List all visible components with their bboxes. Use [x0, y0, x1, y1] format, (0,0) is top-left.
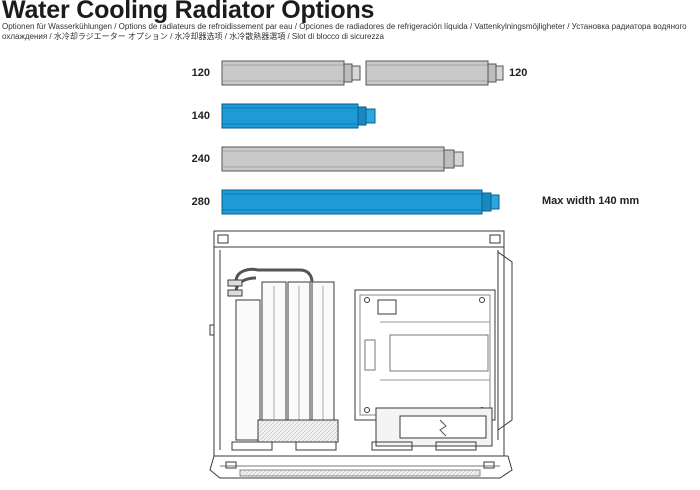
- page-subtitle: Optionen für Wasserkühlungen / Options d…: [2, 22, 687, 41]
- radiator-280: [221, 189, 500, 215]
- page-title: Water Cooling Radiator Options: [2, 0, 375, 24]
- max-width-note: Max width 140 mm: [542, 195, 640, 207]
- radiator-120-right: [365, 60, 504, 86]
- radiator-label-140: 140: [191, 110, 210, 122]
- radiator-label-280: 280: [191, 196, 210, 208]
- radiator-label-240: 240: [191, 153, 210, 165]
- pc-case-drawing: [209, 230, 513, 479]
- radiator-label-120-right: 120: [509, 67, 528, 79]
- radiator-140: [221, 103, 376, 129]
- radiator-120-left: [221, 60, 361, 86]
- radiator-label-120: 120: [191, 67, 210, 79]
- radiator-240: [221, 146, 464, 172]
